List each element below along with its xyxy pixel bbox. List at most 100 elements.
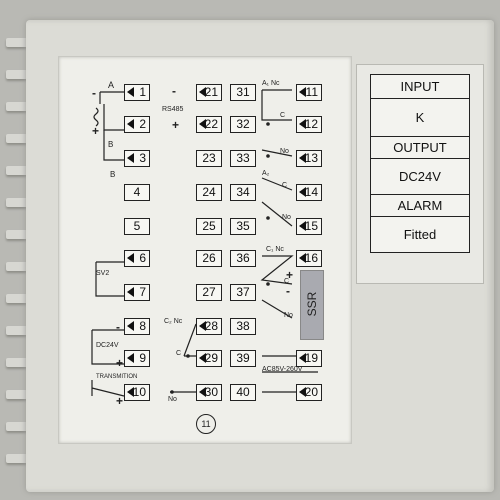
terminal-39: 39 xyxy=(230,350,256,367)
terminal-number: 6 xyxy=(139,251,146,265)
terminal-38: 38 xyxy=(230,318,256,335)
terminal-number: 7 xyxy=(139,285,146,299)
terminal-arrow-icon xyxy=(299,353,306,363)
terminal-number: 20 xyxy=(304,385,318,399)
terminal-26: 26 xyxy=(196,250,222,267)
terminal-36: 36 xyxy=(230,250,256,267)
terminal-number: 24 xyxy=(202,185,216,199)
terminal-number: 23 xyxy=(202,151,216,165)
sign-t2-plus: + xyxy=(92,124,100,138)
label-rs485: RS485 xyxy=(162,106,184,113)
label-c1-c: C xyxy=(284,278,290,285)
terminal-number: 31 xyxy=(236,85,250,99)
terminal-number: 38 xyxy=(236,319,250,333)
terminal-11: 11 xyxy=(296,84,322,101)
terminal-9: 9 xyxy=(124,350,150,367)
terminal-number: 9 xyxy=(139,351,146,365)
terminal-number: 36 xyxy=(236,251,250,265)
terminal-15: 15 xyxy=(296,218,322,235)
label-c2-c: C xyxy=(176,350,182,357)
circled-number: 11 xyxy=(196,414,216,434)
terminal-number: 15 xyxy=(304,219,318,233)
terminal-number: 35 xyxy=(236,219,250,233)
terminal-number: 16 xyxy=(304,251,318,265)
label-c2-no: No xyxy=(168,396,177,403)
terminal-28: 28 xyxy=(196,318,222,335)
terminal-12: 12 xyxy=(296,116,322,133)
label-a1-c: C xyxy=(280,112,286,119)
ssr-text: SSR xyxy=(305,291,319,317)
terminal-arrow-icon xyxy=(127,87,134,97)
terminal-number: 12 xyxy=(304,117,318,131)
terminal-40: 40 xyxy=(230,384,256,401)
terminal-number: 39 xyxy=(236,351,250,365)
sign-t22-plus: + xyxy=(172,118,180,132)
terminal-number: 27 xyxy=(202,285,216,299)
terminal-number: 10 xyxy=(132,385,146,399)
terminal-16: 16 xyxy=(296,250,322,267)
spec-output-label: OUTPUT xyxy=(370,136,470,159)
terminal-arrow-icon xyxy=(127,387,134,397)
terminal-arrow-icon xyxy=(299,153,306,163)
housing-ribs xyxy=(0,0,44,500)
label-input-a: A xyxy=(108,80,115,90)
sign-t8-minus: - xyxy=(116,320,120,334)
terminal-19: 19 xyxy=(296,350,322,367)
terminal-arrow-icon xyxy=(127,119,134,129)
label-a1-no: No xyxy=(280,148,289,155)
terminal-30: 30 xyxy=(196,384,222,401)
terminal-number: 2 xyxy=(139,117,146,131)
terminal-number: 32 xyxy=(236,117,250,131)
terminal-arrow-icon xyxy=(299,221,306,231)
label-a2-c: C xyxy=(282,182,288,189)
terminal-3: 3 xyxy=(124,150,150,167)
label-a1-nc: A₁ Nc xyxy=(262,80,280,87)
terminal-34: 34 xyxy=(230,184,256,201)
label-dc24v: DC24V xyxy=(96,342,119,349)
terminal-number: 8 xyxy=(139,319,146,333)
sign-t17-minus: - xyxy=(286,284,290,298)
terminal-arrow-icon xyxy=(299,187,306,197)
label-c1-nc: C₁ Nc xyxy=(266,246,284,253)
terminal-arrow-icon xyxy=(299,387,306,397)
terminal-arrow-icon xyxy=(127,353,134,363)
terminal-2: 2 xyxy=(124,116,150,133)
terminal-number: 19 xyxy=(304,351,318,365)
spec-output-value: DC24V xyxy=(370,158,470,195)
terminal-35: 35 xyxy=(230,218,256,235)
spec-input-label: INPUT xyxy=(370,74,470,99)
terminal-number: 29 xyxy=(204,351,218,365)
terminal-number: 21 xyxy=(204,85,218,99)
label-c2-nc: C₂ Nc xyxy=(164,318,183,325)
terminal-arrow-icon xyxy=(127,253,134,263)
sign-t1-minus: - xyxy=(92,86,96,100)
terminal-number: 14 xyxy=(304,185,318,199)
terminal-number: 5 xyxy=(133,219,141,233)
terminal-number: 25 xyxy=(202,219,216,233)
terminal-10: 10 xyxy=(124,384,150,401)
label-power-range: AC85V-260V xyxy=(262,366,303,373)
terminal-arrow-icon xyxy=(199,119,206,129)
terminal-13: 13 xyxy=(296,150,322,167)
terminal-21: 21 xyxy=(196,84,222,101)
terminal-33: 33 xyxy=(230,150,256,167)
terminal-number: 37 xyxy=(236,285,250,299)
sign-t17-plus: + xyxy=(286,268,294,282)
terminal-number: 4 xyxy=(133,185,141,199)
terminal-23: 23 xyxy=(196,150,222,167)
terminal-arrow-icon xyxy=(127,153,134,163)
terminal-31: 31 xyxy=(230,84,256,101)
label-input-b1: B xyxy=(108,140,114,149)
terminal-number: 13 xyxy=(304,151,318,165)
spec-table: INPUT K OUTPUT DC24V ALARM Fitted xyxy=(370,74,470,253)
terminal-1: 1 xyxy=(124,84,150,101)
terminal-arrow-icon xyxy=(199,87,206,97)
terminal-number: 11 xyxy=(305,85,318,99)
terminal-arrow-icon xyxy=(199,321,206,331)
sign-t10-plus: + xyxy=(116,394,124,408)
terminal-number: 33 xyxy=(236,151,250,165)
terminal-arrow-icon xyxy=(127,287,134,297)
terminal-arrow-icon xyxy=(199,387,206,397)
terminal-number: 34 xyxy=(236,185,250,199)
